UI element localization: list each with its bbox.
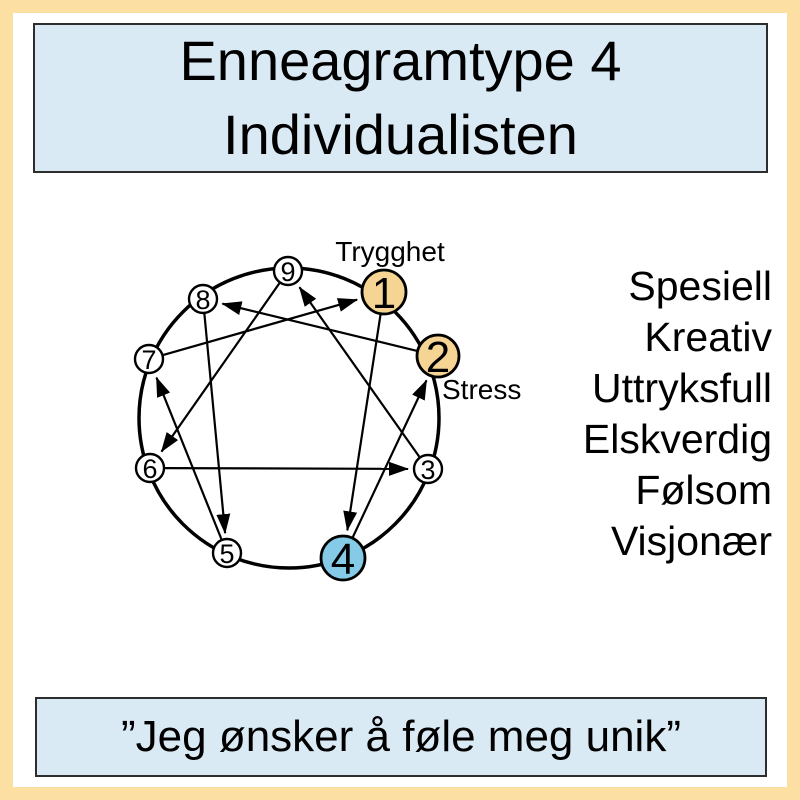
enneagram-point-8: 8: [187, 283, 219, 315]
title-line-2: Individualisten: [223, 103, 578, 166]
point-number-1: 1: [372, 269, 396, 318]
security-label: Trygghet: [335, 236, 445, 267]
stress-label: Stress: [442, 374, 521, 405]
arrow-7-to-1: [163, 298, 359, 356]
arrow-2-to-8: [221, 301, 417, 352]
point-number-7: 7: [141, 345, 156, 375]
point-circle-1: [360, 268, 408, 316]
point-circle-8: [187, 283, 219, 315]
enneagram-point-1: 1: [360, 268, 408, 318]
arrow-4-to-2: [351, 379, 428, 538]
point-circle-6: [134, 452, 166, 484]
point-number-5: 5: [219, 539, 234, 569]
enneagram-point-4: 4: [319, 534, 367, 584]
quote-box: ”Jeg ønsker å føle meg unik”: [35, 697, 767, 777]
quote-text: ”Jeg ønsker å føle meg unik”: [121, 712, 681, 761]
trait-item: Visjonær: [610, 518, 772, 564]
arrow-8-to-5: [203, 313, 231, 535]
point-number-8: 8: [195, 285, 210, 315]
point-circle-5: [211, 537, 243, 569]
arrow-9-to-6: [160, 282, 281, 453]
trait-item: Følsom: [635, 467, 772, 513]
enneagram-point-3: 3: [412, 453, 444, 485]
point-circle-3: [412, 453, 444, 485]
point-circle-7: [133, 343, 165, 375]
point-circle-2: [415, 333, 461, 379]
title-box: Enneagramtype 4 Individualisten: [33, 23, 768, 173]
arrow-3-to-9: [298, 286, 421, 458]
enneagram-point-5: 5: [211, 537, 243, 569]
point-number-4: 4: [331, 535, 355, 584]
enneagram-point-9: 9: [272, 255, 304, 287]
trait-item: Uttryksfull: [592, 365, 772, 411]
point-number-2: 2: [426, 333, 450, 382]
point-number-3: 3: [420, 455, 435, 485]
point-circle-4: [319, 534, 367, 582]
point-circle-9: [272, 255, 304, 287]
arrow-6-to-3: [164, 461, 409, 476]
arrow-1-to-4: [343, 314, 382, 532]
trait-item: Elskverdig: [582, 416, 772, 462]
arrow-5-to-7: [155, 376, 223, 540]
enneagram-point-7: 7: [133, 343, 165, 375]
enneagram-point-2: 2: [415, 333, 461, 382]
title-line-1: Enneagramtype 4: [179, 29, 622, 92]
trait-item: Spesiell: [628, 263, 772, 309]
enneagram-point-6: 6: [134, 452, 166, 484]
point-number-9: 9: [280, 257, 295, 287]
trait-item: Kreativ: [644, 314, 772, 360]
point-number-6: 6: [142, 454, 157, 484]
